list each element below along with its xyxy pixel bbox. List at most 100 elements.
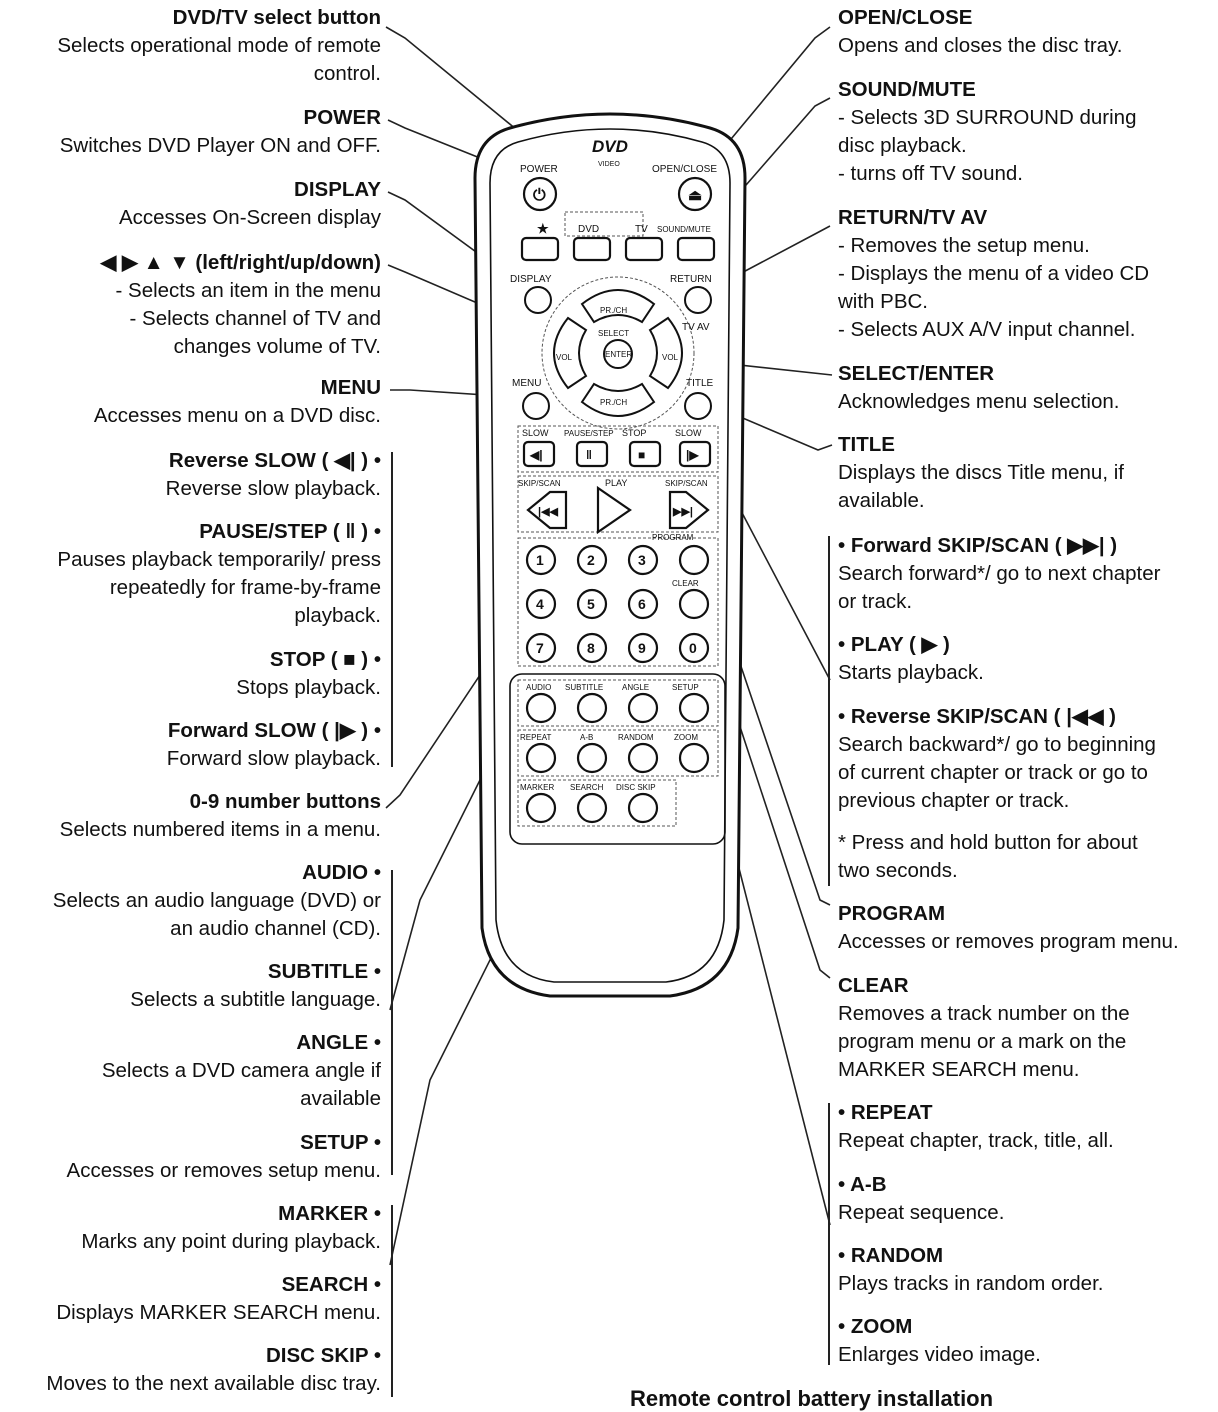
label-title: CLEAR: [838, 974, 909, 997]
a-b-label: A-B: [580, 733, 593, 742]
angle-label: ANGLE: [622, 683, 649, 692]
digit-8-button[interactable]: [576, 632, 608, 664]
label-reverse-slow: Reverse SLOW ( ◀| ) • Reverse slow playb…: [1, 447, 381, 503]
a-b-button[interactable]: [576, 742, 608, 774]
label-press-hold-note: * Press and hold button for about two se…: [838, 829, 1216, 885]
digit-3-label: 3: [638, 552, 646, 568]
label-title: SUBTITLE •: [267, 960, 381, 983]
power-button[interactable]: [522, 176, 558, 212]
up-ch-button[interactable]: [580, 289, 656, 324]
label-title: ◀ ▶ ▲ ▼ (left/right/up/down): [100, 251, 381, 274]
transport-group: [517, 425, 719, 473]
repeat-button[interactable]: [525, 742, 557, 774]
zoom-button[interactable]: [678, 742, 710, 774]
label-title: • PLAY ( ▶ ): [838, 633, 950, 656]
label-search: SEARCH • Displays MARKER SEARCH menu.: [1, 1271, 381, 1327]
disc-skip-button[interactable]: [627, 792, 659, 824]
down-ch-button[interactable]: [580, 382, 656, 417]
dvd-label: DVD: [578, 224, 599, 235]
label-title: PROGRAM: [838, 902, 946, 925]
reverse-skip-button[interactable]: [526, 490, 568, 530]
forward-slow-button[interactable]: [678, 440, 712, 468]
open-close-button[interactable]: [677, 176, 713, 212]
pr-ch-up-label: PR./CH: [600, 306, 627, 315]
setup-button[interactable]: [678, 692, 710, 724]
open-close-label: OPEN/CLOSE: [652, 164, 717, 175]
label-desc: Displays MARKER SEARCH menu.: [56, 1301, 381, 1324]
tv-select-button[interactable]: [624, 236, 664, 262]
audio-button[interactable]: [525, 692, 557, 724]
label-desc: Enlarges video image.: [838, 1343, 1041, 1366]
zoom-label: ZOOM: [674, 733, 698, 742]
repeat-label: REPEAT: [520, 733, 552, 742]
clear-button[interactable]: [678, 588, 710, 620]
left-vol-button[interactable]: [553, 316, 588, 390]
bracket-skip-right: [828, 536, 830, 886]
pause-icon: ‖: [586, 448, 592, 462]
sound-mute-button[interactable]: [676, 236, 716, 262]
star-button[interactable]: [520, 236, 560, 262]
label-title: SEARCH •: [281, 1273, 381, 1296]
return-button[interactable]: [684, 286, 712, 314]
return-label: RETURN: [670, 274, 712, 285]
label-desc: Marks any point during playback.: [81, 1230, 381, 1253]
digit-6-button[interactable]: [627, 588, 659, 620]
label-desc: Displays the discs Title menu, if availa…: [838, 461, 1124, 512]
play-label: PLAY: [605, 478, 627, 488]
digit-7-button[interactable]: [525, 632, 557, 664]
random-button[interactable]: [627, 742, 659, 774]
label-clear: CLEAR Removes a track number on the prog…: [838, 972, 1216, 1084]
title-button[interactable]: [684, 392, 712, 420]
menu-button[interactable]: [522, 392, 550, 420]
label-desc: Pauses playback temporarily/ press repea…: [57, 548, 381, 627]
label-desc: Repeat sequence.: [838, 1201, 1005, 1224]
vol-left-label: VOL: [556, 353, 573, 362]
label-title: Reverse SLOW ( ◀| ) •: [168, 449, 381, 472]
digit-9-label: 9: [638, 640, 646, 656]
label-title: SETUP •: [300, 1131, 381, 1154]
pause-step-button[interactable]: [575, 440, 609, 468]
marker-button[interactable]: [525, 792, 557, 824]
digit-4-button[interactable]: [525, 588, 557, 620]
search-button[interactable]: [576, 792, 608, 824]
subtitle-button[interactable]: [576, 692, 608, 724]
angle-button[interactable]: [627, 692, 659, 724]
digit-6-label: 6: [638, 596, 646, 612]
digit-9-button[interactable]: [627, 632, 659, 664]
label-open-close: OPEN/CLOSE Opens and closes the disc tra…: [838, 4, 1216, 60]
program-button[interactable]: [678, 544, 710, 576]
digit-5-button[interactable]: [576, 588, 608, 620]
skip-scan-right-label: SKIP/SCAN: [665, 479, 708, 488]
enter-button[interactable]: [603, 339, 633, 369]
label-pause-step: PAUSE/STEP ( ‖ ) • Pauses playback tempo…: [1, 518, 381, 630]
label-number-buttons: 0-9 number buttons Selects numbered item…: [1, 788, 381, 844]
label-menu: MENU Accesses menu on a DVD disc.: [1, 374, 381, 430]
reverse-slow-button[interactable]: [522, 440, 556, 468]
digit-2-button[interactable]: [576, 544, 608, 576]
play-button[interactable]: [596, 485, 632, 535]
clear-label: CLEAR: [672, 579, 699, 588]
sound-mute-label: SOUND/MUTE: [657, 225, 711, 234]
forward-slow-icon: |▶: [686, 448, 699, 462]
tv-av-label: TV AV: [682, 322, 710, 333]
forward-skip-button[interactable]: [668, 490, 710, 530]
label-title: • A-B: [838, 1173, 887, 1196]
audio-label: AUDIO: [526, 683, 551, 692]
label-desc: Selects numbered items in a menu.: [59, 818, 381, 841]
right-vol-button[interactable]: [648, 316, 683, 390]
digit-3-button[interactable]: [627, 544, 659, 576]
label-title: • RANDOM: [838, 1244, 944, 1267]
label-desc: - Removes the setup menu. - Displays the…: [838, 234, 1150, 341]
dvd-select-button[interactable]: [572, 236, 612, 262]
display-button[interactable]: [524, 286, 552, 314]
label-title: RETURN/TV AV: [838, 206, 988, 229]
select-label: SELECT: [598, 329, 629, 338]
digit-1-button[interactable]: [525, 544, 557, 576]
stop-button[interactable]: [628, 440, 662, 468]
power-icon: ⏻: [533, 187, 546, 204]
label-desc: Selects operational mode of remote contr…: [57, 34, 381, 85]
digit-0-button[interactable]: [678, 632, 710, 664]
reverse-slow-icon: ◀|: [529, 448, 543, 462]
slow-left-label: SLOW: [522, 428, 549, 438]
digit-4-label: 4: [536, 596, 544, 612]
